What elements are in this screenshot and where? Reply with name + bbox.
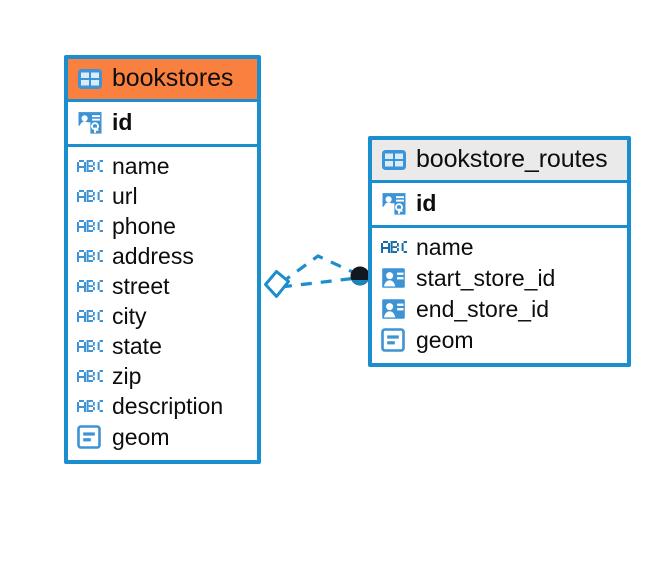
text-field-icon <box>77 189 103 204</box>
field-label: id <box>112 108 133 135</box>
relationship-line-lower <box>280 276 358 289</box>
field-row-primary-key[interactable]: id <box>77 106 247 139</box>
entity-header-bookstore-routes[interactable]: bookstore_routes <box>372 140 627 180</box>
foreign-key-icon <box>381 266 407 290</box>
foreign-key-icon <box>381 297 407 321</box>
relationship-line-upper <box>280 254 358 285</box>
field-label: name <box>416 234 474 260</box>
table-icon <box>381 149 407 171</box>
entity-name-label: bookstores <box>112 64 234 92</box>
text-field-icon <box>77 249 103 264</box>
field-row-name[interactable]: name <box>381 233 617 263</box>
field-label: city <box>112 303 147 329</box>
field-row-city[interactable]: city <box>77 302 247 332</box>
field-row-phone[interactable]: phone <box>77 212 247 242</box>
field-row-url[interactable]: url <box>77 182 247 212</box>
entity-header-bookstores[interactable]: bookstores <box>68 59 257 99</box>
text-field-icon <box>77 399 103 414</box>
filled-circle-marker <box>350 266 370 286</box>
field-label: start_store_id <box>416 264 556 291</box>
text-field-icon <box>77 369 103 384</box>
field-row-description[interactable]: description <box>77 392 247 422</box>
entity-table-bookstores[interactable]: bookstores <box>64 55 261 464</box>
field-row-primary-key[interactable]: id <box>381 187 617 220</box>
text-field-icon <box>77 159 103 174</box>
text-field-icon <box>77 309 103 324</box>
primary-key-icon <box>381 190 407 216</box>
primary-key-icon <box>77 109 103 135</box>
field-label: end_store_id <box>416 295 549 322</box>
field-label: geom <box>112 423 170 450</box>
text-field-icon <box>77 339 103 354</box>
entity-name-label: bookstore_routes <box>416 145 608 173</box>
primary-key-section-bookstore-routes: id <box>372 180 627 228</box>
field-row-zip[interactable]: zip <box>77 362 247 392</box>
diamond-marker <box>264 270 290 298</box>
field-label: url <box>112 183 138 209</box>
text-field-icon <box>77 219 103 234</box>
field-row-street[interactable]: street <box>77 272 247 302</box>
field-label: street <box>112 273 170 299</box>
field-label: state <box>112 333 162 359</box>
field-label: address <box>112 243 194 269</box>
geometry-field-icon <box>77 425 103 449</box>
fields-section-bookstore-routes: name start_store_id <box>372 228 627 363</box>
field-label: phone <box>112 213 176 239</box>
field-row-state[interactable]: state <box>77 332 247 362</box>
field-row-name[interactable]: name <box>77 152 247 182</box>
field-label: description <box>112 393 224 419</box>
field-row-geom[interactable]: geom <box>381 325 617 356</box>
text-field-icon <box>381 240 407 255</box>
text-field-icon <box>77 279 103 294</box>
table-icon <box>77 68 103 90</box>
field-row-end-store-id[interactable]: end_store_id <box>381 294 617 325</box>
field-label: zip <box>112 363 142 389</box>
primary-key-section-bookstores: id <box>68 99 257 147</box>
field-row-geom[interactable]: geom <box>77 422 247 453</box>
fields-section-bookstores: name u <box>68 147 257 460</box>
field-label: id <box>416 189 437 216</box>
field-row-address[interactable]: address <box>77 242 247 272</box>
field-label: name <box>112 153 170 179</box>
geometry-field-icon <box>381 328 407 352</box>
field-label: geom <box>416 326 474 353</box>
field-row-start-store-id[interactable]: start_store_id <box>381 263 617 294</box>
entity-table-bookstore-routes[interactable]: bookstore_routes <box>368 136 631 367</box>
